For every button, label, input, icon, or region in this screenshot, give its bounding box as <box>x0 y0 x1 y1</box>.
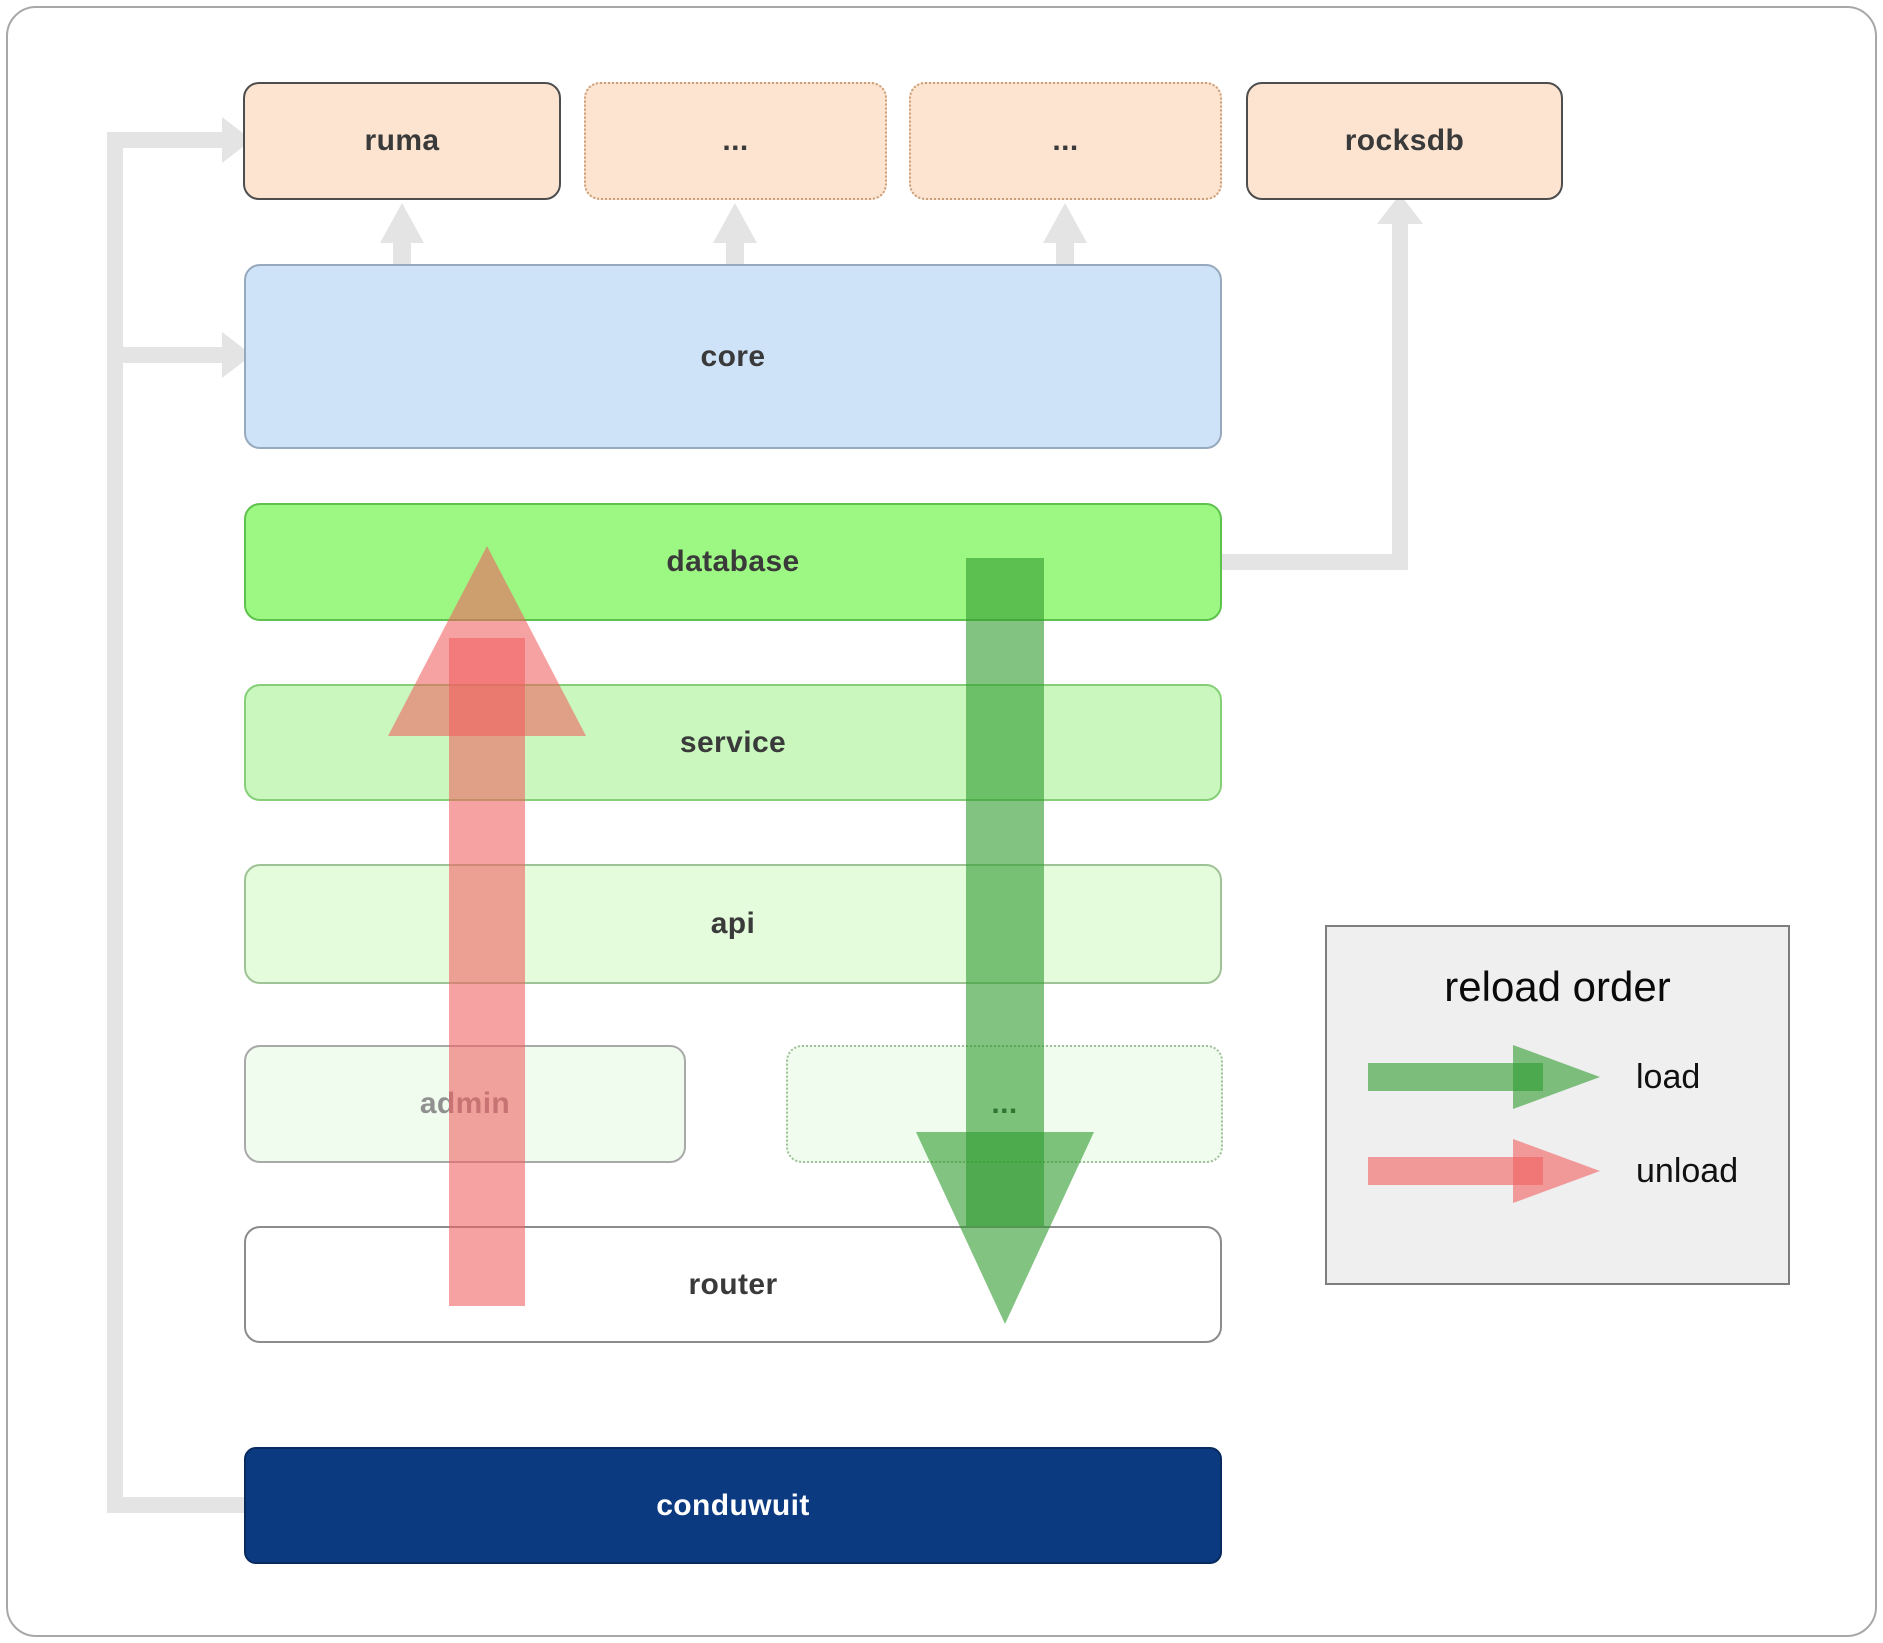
box-conduwuit: conduwuit <box>244 1447 1222 1564</box>
box-database-label: database <box>666 545 800 578</box>
box-service-ellipsis: ... <box>786 1045 1223 1163</box>
load-arrow-legend-icon <box>1368 1045 1600 1109</box>
unload-arrow-legend-icon <box>1368 1139 1600 1203</box>
box-router: router <box>244 1226 1222 1343</box>
box-rocksdb: rocksdb <box>1246 82 1563 200</box>
arrowhead-core-to-dep1-icon <box>713 203 757 243</box>
legend-row-load: load <box>1363 1037 1788 1117</box>
box-rocksdb-label: rocksdb <box>1344 124 1465 157</box>
box-dependency-ellipsis-2-label: ... <box>1052 124 1079 157</box>
legend-row-unload: unload <box>1363 1131 1788 1211</box>
box-api: api <box>244 864 1222 984</box>
box-ruma: ruma <box>243 82 561 200</box>
connector-database-to-rocksdb <box>1222 222 1408 570</box>
box-conduwuit-label: conduwuit <box>656 1488 810 1522</box>
box-dependency-ellipsis-2: ... <box>909 82 1222 200</box>
core-to-deps-arrows <box>393 240 1074 264</box>
arrowhead-core-to-dep2-icon <box>1043 203 1087 243</box>
legend-load-label: load <box>1636 1057 1701 1096</box>
box-core-label: core <box>700 339 766 373</box>
legend-title: reload order <box>1444 963 1671 1010</box>
box-admin-label: admin <box>419 1087 511 1120</box>
outer-frame <box>6 6 1877 1637</box>
box-service-ellipsis-label: ... <box>991 1087 1018 1120</box>
box-ruma-label: ruma <box>364 124 440 157</box>
box-dependency-ellipsis-1-label: ... <box>722 124 749 157</box>
box-core: core <box>244 264 1222 449</box>
connector-conduwuit-to-left <box>107 132 250 1513</box>
box-service-label: service <box>679 725 787 759</box>
box-database: database <box>244 503 1222 621</box>
box-router-label: router <box>688 1267 778 1301</box>
legend-unload-label: unload <box>1636 1151 1739 1190</box>
arrowhead-core-to-ruma-icon <box>380 203 424 243</box>
box-admin: admin <box>244 1045 686 1163</box>
legend: reload order load unload <box>1325 925 1790 1285</box>
box-api-label: api <box>710 907 756 940</box>
box-dependency-ellipsis-1: ... <box>584 82 887 200</box>
box-service: service <box>244 684 1222 801</box>
